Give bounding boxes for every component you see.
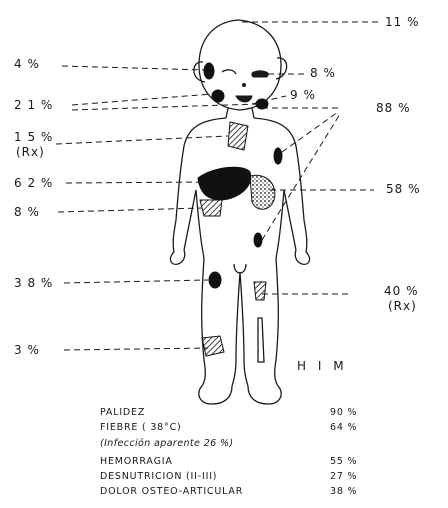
body-outline [171, 20, 310, 404]
finding-label: DOLOR OSTEO-ARTICULAR [100, 486, 243, 497]
face [222, 70, 268, 102]
finding-value: 55 % [330, 456, 357, 467]
label-neck: 2 1 % [14, 99, 53, 112]
label-bone: 40 % [384, 285, 419, 298]
finding-label: FIEBRE ( 38°C) [100, 422, 182, 433]
finding-label: HEMORRAGIA [100, 456, 173, 467]
finding-note: (Infección aparente 26 %) [100, 438, 234, 449]
finding-value: 38 % [330, 486, 357, 497]
label-bone-note: (Rx) [388, 300, 417, 313]
label-ear: 4 % [14, 58, 40, 71]
finding-value: 64 % [330, 422, 357, 433]
label-head: 11 % [385, 16, 420, 29]
finding-label: PALIDEZ [100, 407, 145, 418]
lesion-areas [198, 63, 282, 356]
finding-label: DESNUTRICION (II-III) [100, 471, 217, 482]
label-kidney: 8 % [14, 206, 40, 219]
finding-value: 90 % [330, 407, 357, 418]
figure-legend: H I M [297, 360, 348, 373]
label-liver: 6 2 % [14, 177, 53, 190]
label-mediastinum-note: (Rx) [16, 146, 45, 159]
label-thigh: 3 8 % [14, 277, 53, 290]
label-eye: 8 % [310, 67, 336, 80]
label-spleen: 58 % [386, 183, 421, 196]
label-mouth: 9 % [290, 89, 316, 102]
label-nodes: 88 % [376, 102, 411, 115]
label-shin: 3 % [14, 344, 40, 357]
label-mediastinum: 1 5 % [14, 131, 53, 144]
finding-value: 27 % [330, 471, 357, 482]
